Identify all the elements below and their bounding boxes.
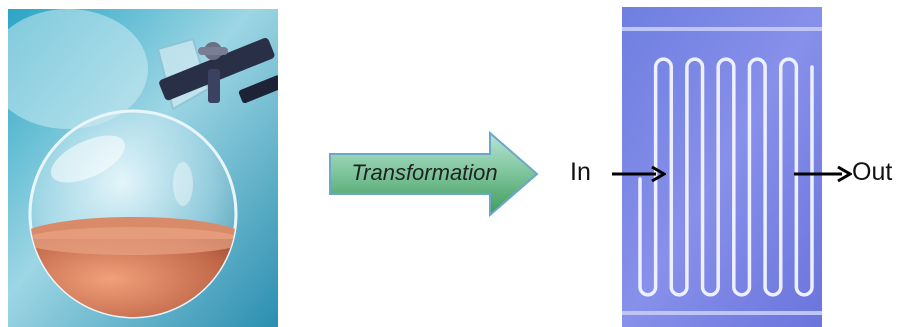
inlet-label: In — [570, 158, 591, 186]
transformation-arrow — [329, 131, 539, 217]
flask-illustration — [8, 9, 278, 327]
outlet-arrow — [794, 165, 852, 183]
serpentine-channel — [638, 57, 814, 297]
clamp-graphic — [159, 38, 278, 104]
flask-photo — [8, 9, 278, 327]
transformation-label: Transformation — [351, 160, 498, 185]
microreactor-chip-photo — [622, 7, 822, 327]
outlet-label: Out — [852, 158, 893, 186]
serpentine-channel-chip — [622, 7, 822, 327]
inlet-arrow — [612, 165, 666, 183]
